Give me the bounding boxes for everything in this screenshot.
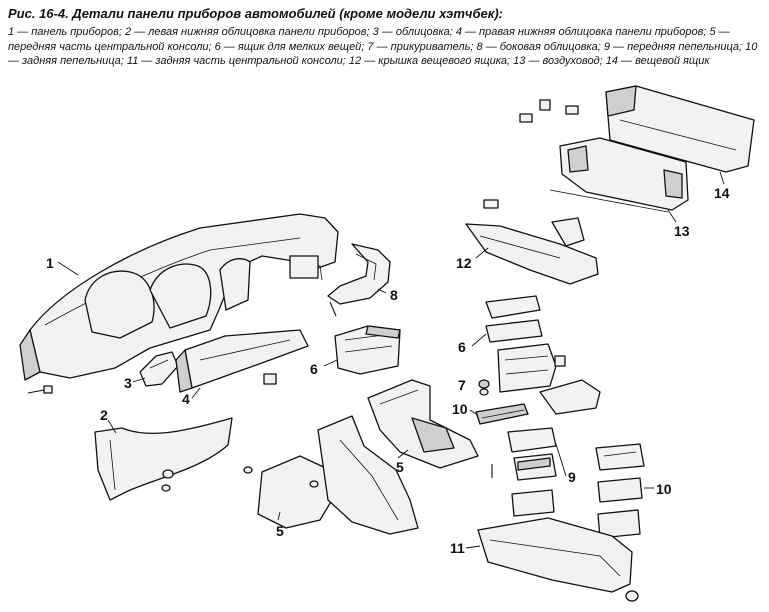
callout-3: 3 xyxy=(124,375,132,391)
callout-8: 8 xyxy=(390,287,398,303)
legend-item-13: 13 — воздуховод; xyxy=(513,55,603,67)
legend-item-11: 11 — задняя часть центральной консоли; xyxy=(126,55,346,67)
leader-4 xyxy=(191,387,201,399)
callout-11: 11 xyxy=(450,540,465,556)
legend-item-6: 6 — ящик для мелких вещей; xyxy=(214,40,365,53)
part-air-duct xyxy=(549,137,689,213)
legend-item-12: 12 — крышка вещевого ящика; xyxy=(348,55,511,67)
figure-legend: 1 — панель приборов; 2 — левая нижняя об… xyxy=(8,25,760,69)
part-rear-ashtray-set xyxy=(595,443,645,539)
leader-11 xyxy=(465,545,481,549)
figure-caption: Рис. 16-4. Детали панели приборов автомо… xyxy=(8,6,760,69)
leader-8 xyxy=(377,288,387,294)
legend-item-1: 1 — панель приборов; xyxy=(8,26,122,38)
part-right-lower-trim xyxy=(175,329,309,393)
leader-9 xyxy=(555,443,567,477)
legend-item-10: 10 — задняя пепельница; xyxy=(8,40,758,68)
part-left-lower-trim xyxy=(94,417,233,501)
callout-6b: 6 xyxy=(458,339,466,355)
part-cigarette-lighter xyxy=(478,379,490,396)
part-front-ashtray xyxy=(491,427,557,517)
leader-3 xyxy=(132,377,146,383)
legend-item-8: 8 — боковая облицовка; xyxy=(476,40,601,53)
legend-item-4: 4 — правая нижняя облицовка панели прибо… xyxy=(455,26,707,38)
callout-7: 7 xyxy=(458,377,466,393)
leader-13 xyxy=(667,209,677,223)
callout-12: 12 xyxy=(456,255,472,271)
leader-5a xyxy=(397,449,409,459)
leader-10a xyxy=(469,409,479,416)
callout-1: 1 xyxy=(46,255,54,271)
part-glovebox-lid xyxy=(465,199,599,285)
part-front-console-lower xyxy=(243,415,419,535)
legend-item-3: 3 — облицовка; xyxy=(372,26,453,38)
part-glovebox xyxy=(519,85,755,173)
callout-10b: 10 xyxy=(656,481,672,497)
legend-item-14: 14 — вещевой ящик xyxy=(605,55,710,67)
part-small-items-box xyxy=(334,325,401,375)
callout-6a: 6 xyxy=(310,361,318,377)
part-rear-console xyxy=(477,517,639,602)
leader-5b xyxy=(277,511,281,521)
figure-title: Рис. 16-4. Детали панели приборов автомо… xyxy=(8,6,503,21)
leader-2 xyxy=(107,419,117,434)
legend-item-2: 2 — левая нижняя облицовка панели прибор… xyxy=(124,26,370,38)
callout-4: 4 xyxy=(182,391,190,407)
callout-5b: 5 xyxy=(276,523,284,539)
callout-2: 2 xyxy=(100,407,108,423)
legend-item-9: 9 — передняя пепельница; xyxy=(603,40,743,53)
part-side-trim xyxy=(327,243,391,317)
leader-6a xyxy=(323,359,338,367)
leader-1 xyxy=(57,261,79,276)
callout-14: 14 xyxy=(714,185,730,201)
part-front-console-frame xyxy=(367,379,479,469)
callout-10a: 10 xyxy=(452,401,468,417)
leader-6b xyxy=(471,333,487,347)
part-rear-ashtray xyxy=(475,403,529,425)
leader-12 xyxy=(475,247,489,259)
legend-item-7: 7 — прикуриватель; xyxy=(367,40,474,53)
part-instrument-panel xyxy=(19,213,339,381)
callout-9: 9 xyxy=(568,469,576,485)
part-small-items-drawers xyxy=(485,295,601,415)
callout-5a: 5 xyxy=(396,459,404,475)
callout-13: 13 xyxy=(674,223,690,239)
leader-14 xyxy=(719,171,725,185)
legend-item-5: 5 — передняя часть центральной консоли; xyxy=(8,26,730,53)
